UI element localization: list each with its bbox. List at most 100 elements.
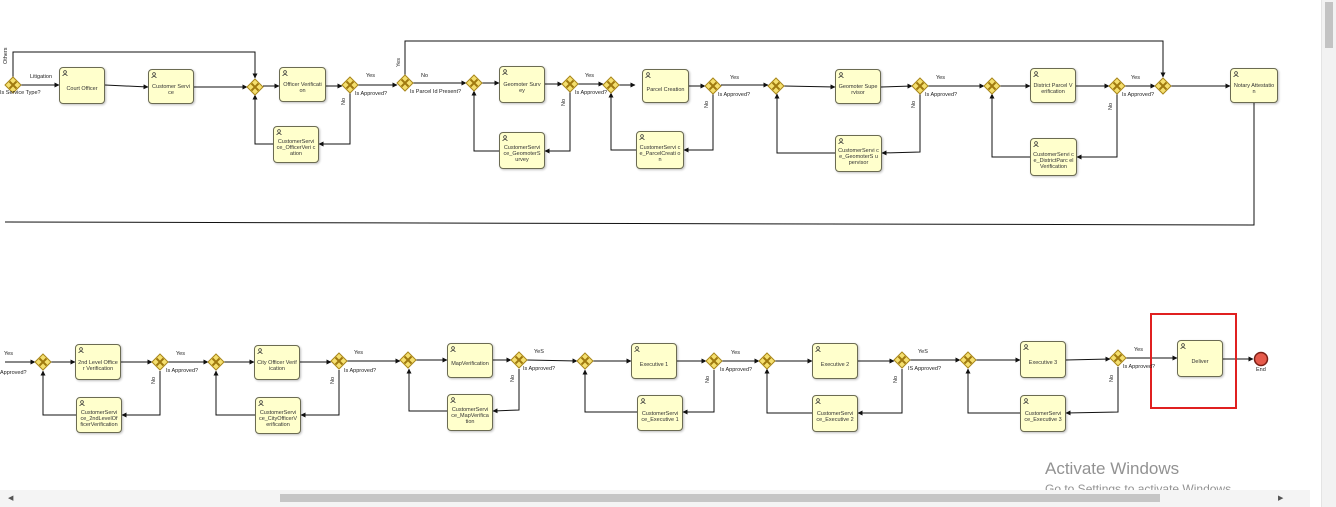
task-executive-2[interactable]: Executive 2 xyxy=(812,343,858,379)
gateway-merge-4[interactable] xyxy=(767,77,785,95)
label-yes-parcel: Yes xyxy=(396,58,402,67)
label-is-approved-2nd-level: Is Approved? xyxy=(166,368,199,374)
user-icon xyxy=(838,72,844,78)
end-event[interactable] xyxy=(1253,351,1269,367)
gateway-merge-11[interactable] xyxy=(758,352,776,370)
gateway-city-approved[interactable] xyxy=(330,352,348,370)
label-yes-exec3: Yes xyxy=(1134,347,1143,353)
user-icon xyxy=(502,135,508,141)
horizontal-scroll-thumb[interactable] xyxy=(280,494,1160,502)
user-icon xyxy=(640,398,646,404)
label-no-survey: No xyxy=(561,98,567,106)
gateway-merge-8[interactable] xyxy=(207,353,225,371)
task-cs-map-verification[interactable]: CustomerServi ce_MapVerifica tion xyxy=(447,394,493,431)
label-no-2nd-level: No xyxy=(151,376,157,384)
label-yes-supervisor: Yes xyxy=(936,75,945,81)
task-officer-verification[interactable]: Officer Verification xyxy=(279,67,326,102)
sequence-flows xyxy=(4,40,1269,418)
scroll-right-icon[interactable]: ▶ xyxy=(1278,495,1284,502)
task-notary-attestation[interactable]: Notary Attestation xyxy=(1230,68,1278,103)
task-customer-service[interactable]: Customer Service xyxy=(148,69,194,104)
label-yes-2nd-level: Yes xyxy=(176,351,185,357)
label-yes-parcel-creation: Yes xyxy=(730,75,739,81)
gateway-merge-6[interactable] xyxy=(1154,77,1172,95)
task-executive-1[interactable]: Executive 1 xyxy=(631,343,677,379)
user-icon xyxy=(1033,141,1039,147)
task-executive-3[interactable]: Executive 3 xyxy=(1020,341,1066,378)
label-no-district: No xyxy=(1108,102,1114,110)
label-is-approved-district: Is Approved? xyxy=(1122,92,1155,98)
task-cs-officer-verification[interactable]: CustomerServi ce_OfficerVeri cation xyxy=(273,126,319,163)
scroll-left-icon[interactable]: ◀ xyxy=(8,495,14,502)
label-no-parcel: No xyxy=(421,73,429,79)
label-no-exec1: No xyxy=(705,375,711,383)
gateway-merge-7[interactable] xyxy=(34,353,52,371)
gateway-merge-1[interactable] xyxy=(246,78,264,96)
label-is-service-type: Is Service Type? xyxy=(0,90,41,96)
gateway-merge-2[interactable] xyxy=(465,74,483,92)
task-city-officer-verification[interactable]: City Officer Verification xyxy=(254,345,300,380)
label-no-parcel-creation: No xyxy=(704,100,710,108)
task-deliver[interactable]: Deliver xyxy=(1177,340,1223,377)
user-icon xyxy=(1023,398,1029,404)
gateway-merge-10[interactable] xyxy=(576,352,594,370)
label-is-approved-supervisor: Is Approved? xyxy=(925,92,958,98)
user-icon xyxy=(645,72,651,78)
user-icon xyxy=(1033,71,1039,77)
gateway-merge-9[interactable] xyxy=(399,351,417,369)
gateway-merge-12[interactable] xyxy=(959,351,977,369)
label-no-exec3: No xyxy=(1109,374,1115,382)
task-cs-city-officer-verification[interactable]: CustomerServi ce_CityOfficerV erificatio… xyxy=(255,397,301,434)
vertical-scroll-thumb[interactable] xyxy=(1325,2,1333,48)
label-is-approved-exec3: Is Approved? xyxy=(1123,364,1156,370)
task-geomoter-supervisor[interactable]: Geomoter Supervisor xyxy=(835,69,881,104)
label-is-parcel-id-present: Is Parcel Id Present? xyxy=(410,89,462,95)
label-yes-city: Yes xyxy=(354,350,363,356)
task-cs-geomoter-survey[interactable]: CustomerServi ce_GeomoterS urvey xyxy=(499,132,545,169)
user-icon xyxy=(1023,344,1029,350)
user-icon xyxy=(257,348,263,354)
gateway-merge-5[interactable] xyxy=(983,77,1001,95)
horizontal-scrollbar[interactable]: ◀ ▶ xyxy=(0,490,1310,507)
task-district-parcel-verification[interactable]: District Parcel Verification xyxy=(1030,68,1076,103)
user-icon xyxy=(282,70,288,76)
label-litigation: Litigation xyxy=(30,74,53,80)
task-court-officer[interactable]: Court Officer xyxy=(59,67,105,104)
user-icon xyxy=(1180,343,1186,349)
vertical-scrollbar[interactable] xyxy=(1321,0,1336,507)
label-end: End xyxy=(1256,367,1266,373)
label-is-approved-exec1: Is Approved? xyxy=(720,367,753,373)
label-is-approved-survey: Is Approved? xyxy=(575,90,608,96)
label-yes-exec1: Yes xyxy=(731,350,740,356)
label-no-city: No xyxy=(330,376,336,384)
label-yes-partial: Yes xyxy=(4,351,13,357)
label-is-approved-city: Is Approved? xyxy=(344,368,377,374)
task-cs-parcel-creation[interactable]: CustomerServi ce_ParcelCreati on xyxy=(636,131,684,169)
deliver-highlight-box xyxy=(1150,313,1237,409)
label-yes-survey: Yes xyxy=(585,73,594,79)
task-cs-2nd-level-officer-verification[interactable]: CustomerServi ce_2ndLevelOf ficerVerific… xyxy=(76,397,122,433)
process-diagram-canvas[interactable]: Court Officer Customer Service Officer V… xyxy=(0,0,1310,490)
user-icon xyxy=(276,129,282,135)
user-icon xyxy=(815,398,821,404)
task-map-verification[interactable]: MapVerification xyxy=(447,343,493,378)
task-cs-executive-3[interactable]: CustomerServi ce_Executive 3 xyxy=(1020,395,1066,432)
user-icon xyxy=(502,69,508,75)
user-icon xyxy=(634,346,640,352)
user-icon xyxy=(78,347,84,353)
user-icon xyxy=(151,72,157,78)
label-yes-officer: Yes xyxy=(366,73,375,79)
task-geomoter-survey[interactable]: Geomoter Survey xyxy=(499,66,545,103)
task-cs-executive-1[interactable]: CustomerServi ce_Executive 1 xyxy=(637,395,683,431)
user-icon xyxy=(815,346,821,352)
label-is-approved-parcel-creation: Is Approved? xyxy=(718,92,751,98)
task-cs-district-parcel-verification[interactable]: CustomerServi ce_DistrictParc elVerifica… xyxy=(1030,138,1077,176)
task-cs-geomoter-supervisor[interactable]: CustomerServi ce_GeomoterS upervisor xyxy=(835,135,882,172)
user-icon xyxy=(450,397,456,403)
task-parcel-creation[interactable]: Parcel Creation xyxy=(642,69,689,103)
user-icon xyxy=(639,134,645,140)
task-2nd-level-officer-verification[interactable]: 2nd Level Officer Verification xyxy=(75,344,121,380)
user-icon xyxy=(838,138,844,144)
task-cs-executive-2[interactable]: CustomerServi ce_Executive 2 xyxy=(812,395,858,432)
label-is-approved-exec2: IS Approved? xyxy=(908,366,942,372)
